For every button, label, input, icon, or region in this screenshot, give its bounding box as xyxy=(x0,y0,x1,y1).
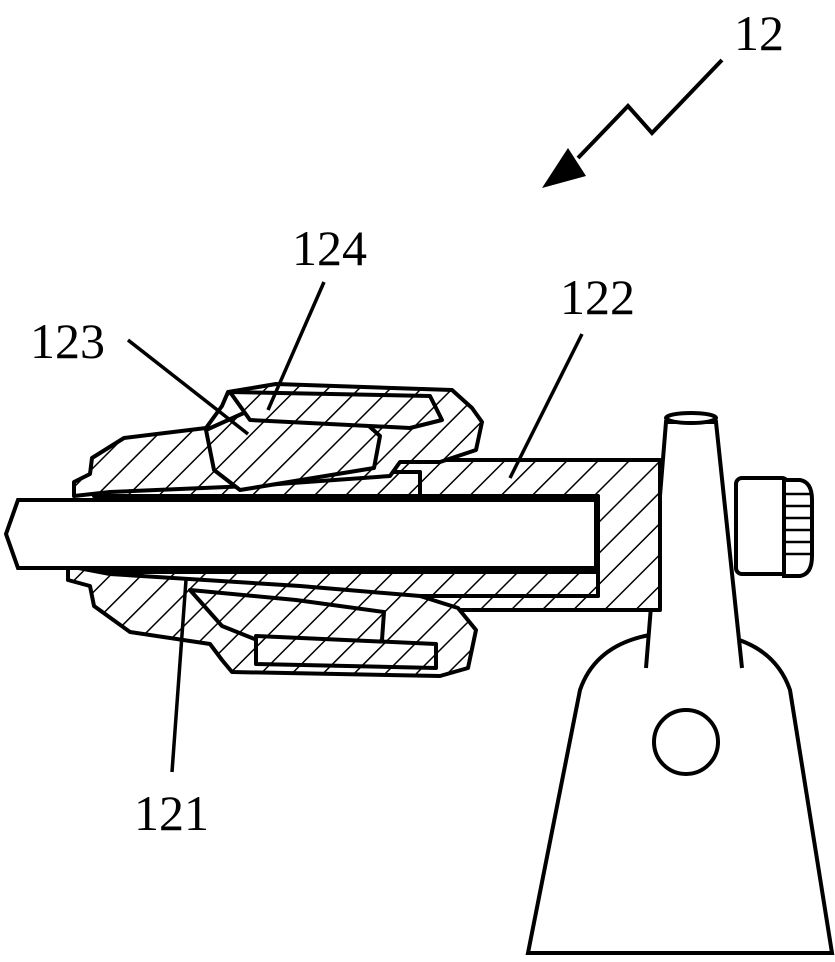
leader-122 xyxy=(508,333,584,479)
label-123: 123 xyxy=(30,313,105,369)
label-124: 124 xyxy=(292,220,367,276)
pin-shaft xyxy=(734,476,790,576)
leader-lines xyxy=(126,281,584,773)
pivot-pin xyxy=(734,476,814,578)
label-12: 12 xyxy=(734,5,784,61)
label-122: 122 xyxy=(560,269,635,325)
support-bracket xyxy=(525,411,835,955)
leader-121 xyxy=(170,579,188,773)
ring-124-lower xyxy=(254,634,438,670)
central-rod xyxy=(3,498,598,570)
hatched-body xyxy=(66,382,662,678)
knurled-knob xyxy=(782,478,814,578)
bracket-pivot-hole xyxy=(652,708,720,776)
leader-123 xyxy=(126,338,250,436)
arrow-head xyxy=(542,148,586,188)
leader-124 xyxy=(266,281,326,411)
bracket-base xyxy=(525,629,835,955)
ring-124-upper xyxy=(228,390,444,430)
assembly-arrow xyxy=(542,58,724,188)
knurl-lines xyxy=(786,492,812,556)
zigzag-leader-line xyxy=(576,58,724,160)
bracket-post-top xyxy=(664,411,718,425)
label-121: 121 xyxy=(134,785,209,841)
